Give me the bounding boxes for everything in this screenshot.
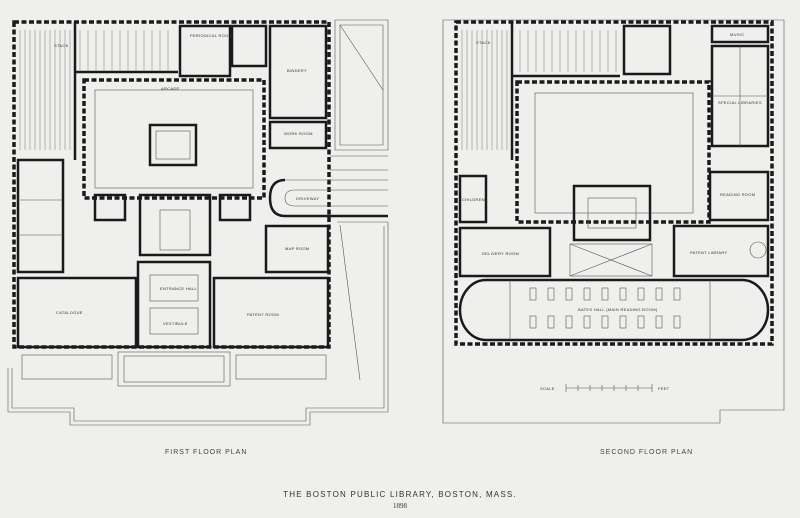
special-libraries-label: SPECIAL LIBRARIES <box>718 100 762 105</box>
first-floor-plan: STACK PERIODICAL ROOM BINDERY ARCADE WOR… <box>7 19 389 426</box>
scale-bar: SCALE FEET <box>540 384 670 392</box>
first-floor-stack-shelves <box>19 30 169 150</box>
reading-room-label: READING ROOM <box>720 192 755 197</box>
patent-room-label: PATENT ROOM <box>247 312 279 317</box>
music-label: MUSIC <box>730 32 744 37</box>
vestibule-label: VESTIBULE <box>163 321 188 326</box>
first-floor-stack-label: STACK <box>54 43 69 48</box>
catalogue-label: CATALOGUE <box>56 310 83 315</box>
periodical-room-label: PERIODICAL ROOM <box>190 33 232 38</box>
second-floor-stack-shelves <box>461 30 617 150</box>
bindery-label: BINDERY <box>287 68 307 73</box>
children-label: CHILDREN <box>462 197 485 202</box>
scale-unit-label: FEET <box>658 386 670 391</box>
bates-hall-reading-tables <box>529 287 681 329</box>
scale-label: SCALE <box>540 386 555 391</box>
delivery-room-label: DELIVERY ROOM <box>482 251 519 256</box>
second-floor-caption: SECOND FLOOR PLAN <box>600 449 694 456</box>
plate-title: THE BOSTON PUBLIC LIBRARY, BOSTON, MASS. <box>283 490 517 499</box>
driveway-label: DRIVEWAY <box>296 196 319 201</box>
work-room-label: WORK ROOM <box>284 131 313 136</box>
second-floor-plan: SCALE FEET STACK MUSIC SPECIAL LIBRARIES… <box>442 19 785 424</box>
map-room-label: MAP ROOM <box>285 246 310 251</box>
bates-hall-label: BATES HALL (MAIN READING ROOM) <box>578 307 658 312</box>
arcade-label: ARCADE <box>161 86 180 91</box>
plate-year: 1898 <box>393 502 407 510</box>
first-floor-caption: FIRST FLOOR PLAN <box>165 449 248 456</box>
second-floor-stack-label: STACK <box>476 40 491 45</box>
entrance-hall-label: ENTRANCE HALL <box>160 286 197 291</box>
patent-library-label: PATENT LIBRARY <box>690 250 728 255</box>
